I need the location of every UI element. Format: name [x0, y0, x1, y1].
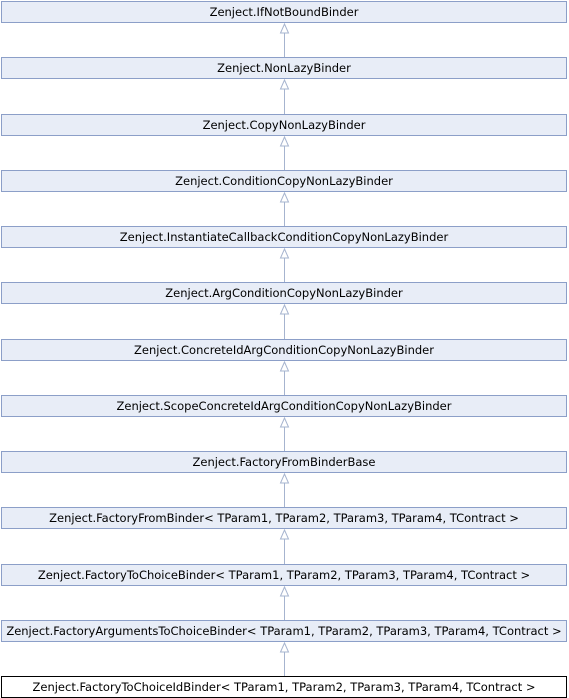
inheritance-arrowhead	[279, 585, 290, 597]
inheritance-arrowhead	[279, 528, 290, 540]
class-node-label: Zenject.ArgConditionCopyNonLazyBinder	[165, 286, 403, 300]
class-node-label: Zenject.IfNotBoundBinder	[209, 5, 359, 19]
inheritance-arrowhead	[279, 472, 290, 484]
class-node-label: Zenject.ConditionCopyNonLazyBinder	[175, 174, 393, 188]
class-node-label: Zenject.ConcreteIdArgConditionCopyNonLaz…	[134, 343, 434, 357]
class-node-label: Zenject.FactoryToChoiceIdBinder< TParam1…	[32, 680, 536, 694]
class-node[interactable]: Zenject.FactoryArgumentsToChoiceBinder< …	[1, 620, 567, 642]
inheritance-arrowhead	[279, 191, 290, 203]
inheritance-arrowhead	[279, 641, 290, 653]
class-node[interactable]: Zenject.FactoryToChoiceBinder< TParam1, …	[1, 564, 567, 586]
class-node[interactable]: Zenject.IfNotBoundBinder	[1, 1, 567, 23]
inheritance-arrowhead	[279, 360, 290, 372]
inheritance-arrowhead	[279, 22, 290, 34]
inheritance-arrowhead	[279, 135, 290, 147]
class-node[interactable]: Zenject.ScopeConcreteIdArgConditionCopyN…	[1, 395, 567, 417]
class-node-label: Zenject.InstantiateCallbackConditionCopy…	[119, 230, 449, 244]
class-node-current: Zenject.FactoryToChoiceIdBinder< TParam1…	[1, 676, 567, 698]
class-node-label: Zenject.CopyNonLazyBinder	[202, 118, 366, 132]
class-node[interactable]: Zenject.ConcreteIdArgConditionCopyNonLaz…	[1, 339, 567, 361]
class-node-label: Zenject.FactoryArgumentsToChoiceBinder< …	[6, 624, 562, 638]
class-node-label: Zenject.NonLazyBinder	[217, 61, 351, 75]
class-node[interactable]: Zenject.FactoryFromBinder< TParam1, TPar…	[1, 507, 567, 529]
class-node-label: Zenject.FactoryFromBinderBase	[192, 455, 376, 469]
class-node[interactable]: Zenject.InstantiateCallbackConditionCopy…	[1, 226, 567, 248]
inheritance-arrowhead	[279, 303, 290, 315]
class-node[interactable]: Zenject.ConditionCopyNonLazyBinder	[1, 170, 567, 192]
class-node[interactable]: Zenject.FactoryFromBinderBase	[1, 451, 567, 473]
inheritance-arrowhead	[279, 78, 290, 90]
class-node-label: Zenject.FactoryToChoiceBinder< TParam1, …	[37, 568, 531, 582]
class-node[interactable]: Zenject.ArgConditionCopyNonLazyBinder	[1, 282, 567, 304]
class-node-label: Zenject.ScopeConcreteIdArgConditionCopyN…	[116, 399, 452, 413]
class-node[interactable]: Zenject.CopyNonLazyBinder	[1, 114, 567, 136]
inheritance-arrowhead	[279, 247, 290, 259]
inheritance-arrowhead	[279, 416, 290, 428]
class-node-label: Zenject.FactoryFromBinder< TParam1, TPar…	[49, 511, 519, 525]
class-node[interactable]: Zenject.NonLazyBinder	[1, 57, 567, 79]
